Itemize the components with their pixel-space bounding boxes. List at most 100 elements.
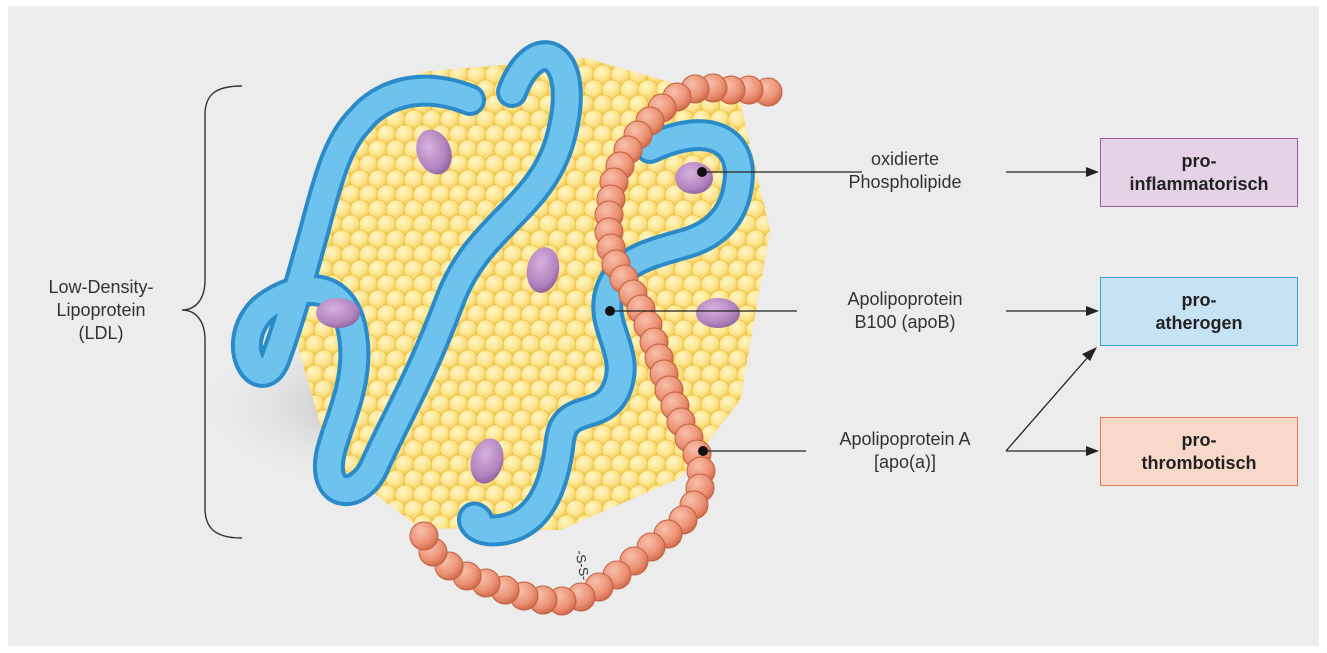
phospholipid-2 <box>675 162 713 194</box>
lipid-sphere <box>647 485 667 505</box>
lipid-sphere <box>764 50 784 70</box>
lipid-sphere <box>755 335 775 355</box>
lipid-sphere <box>296 500 316 520</box>
lipid-sphere <box>260 260 280 280</box>
lipid-sphere <box>764 170 784 190</box>
lipid-sphere <box>305 65 325 85</box>
ldl-brace <box>182 86 242 538</box>
lipid-sphere <box>728 410 748 430</box>
lipid-sphere <box>692 530 712 550</box>
label-ox-line-1: oxidierte <box>820 148 990 171</box>
lipid-sphere <box>638 50 658 70</box>
lipid-sphere <box>269 125 289 145</box>
lipid-sphere <box>296 140 316 160</box>
pointer-dot-ox <box>697 167 707 177</box>
lipid-sphere <box>755 395 775 415</box>
lipid-sphere <box>755 425 775 445</box>
lipid-sphere <box>350 530 370 550</box>
lipid-sphere <box>692 50 712 70</box>
lipid-sphere <box>269 485 289 505</box>
lipid-sphere <box>314 110 334 130</box>
lipid-sphere <box>260 140 280 160</box>
lipid-sphere <box>728 440 748 460</box>
lipid-sphere <box>341 65 361 85</box>
lipid-sphere <box>332 80 352 100</box>
lipid-sphere <box>269 215 289 235</box>
lipid-sphere <box>287 65 307 85</box>
lipid-sphere <box>269 245 289 265</box>
lipid-sphere <box>548 530 568 550</box>
lipid-sphere <box>728 500 748 520</box>
lipid-sphere <box>314 530 334 550</box>
lipid-sphere <box>719 425 739 445</box>
lipid-sphere <box>278 530 298 550</box>
ldl-label-line-3: (LDL) <box>26 322 176 345</box>
lipid-sphere <box>341 515 361 535</box>
lipid-sphere <box>323 95 343 115</box>
box-inflam-line-2: inflammatorisch <box>1101 173 1297 196</box>
lipid-sphere <box>287 155 307 175</box>
lipid-sphere <box>719 515 739 535</box>
lipid-sphere <box>377 515 397 535</box>
lipid-sphere <box>305 515 325 535</box>
lipid-sphere <box>332 530 352 550</box>
lipid-sphere <box>728 50 748 70</box>
lipid-sphere <box>575 515 595 535</box>
lipid-sphere <box>746 500 766 520</box>
lipid-sphere <box>701 515 721 535</box>
lipid-sphere <box>602 500 622 520</box>
lipid-sphere <box>755 455 775 475</box>
arrow-apoa-ather <box>1006 357 1088 451</box>
lipid-sphere <box>287 185 307 205</box>
lipid-sphere <box>764 140 784 160</box>
lipid-sphere <box>305 95 325 115</box>
lipid-sphere <box>278 110 298 130</box>
lipid-sphere <box>359 65 379 85</box>
lipid-sphere <box>278 200 298 220</box>
lipid-sphere <box>764 350 784 370</box>
label-oxidized-phospholipids: oxidierte Phospholipide <box>820 148 990 194</box>
lipid-sphere <box>260 500 280 520</box>
lipid-sphere <box>260 230 280 250</box>
lipid-sphere <box>755 305 775 325</box>
box-ather-line-2: atherogen <box>1101 312 1297 335</box>
label-apoa-line-2: [apo(a)] <box>805 451 1005 474</box>
lipid-sphere <box>737 485 757 505</box>
lipid-sphere <box>593 515 613 535</box>
lipid-sphere <box>458 50 478 70</box>
label-apob-line-2: B100 (apoB) <box>805 311 1005 334</box>
lipid-sphere <box>638 500 658 520</box>
lipid-sphere <box>746 350 766 370</box>
lipid-sphere <box>359 515 379 535</box>
lipid-sphere <box>278 170 298 190</box>
lipid-sphere <box>674 50 694 70</box>
lipid-sphere <box>764 290 784 310</box>
lipid-sphere <box>566 530 586 550</box>
lipid-sphere <box>386 500 406 520</box>
lipid-sphere <box>629 515 649 535</box>
lipid-sphere <box>746 50 766 70</box>
box-ather-line-1: pro- <box>1101 289 1297 312</box>
lipid-sphere <box>764 380 784 400</box>
lipid-sphere <box>755 515 775 535</box>
lipid-sphere <box>296 50 316 70</box>
box-pro-atherogenic: pro- atherogen <box>1100 277 1298 346</box>
lipid-sphere <box>710 500 730 520</box>
ldl-label: Low-Density- Lipoprotein (LDL) <box>26 276 176 345</box>
lipid-sphere <box>764 530 784 550</box>
lipid-sphere <box>755 125 775 145</box>
lipid-sphere <box>728 470 748 490</box>
lipid-sphere <box>287 95 307 115</box>
lipid-sphere <box>269 95 289 115</box>
lipid-sphere <box>287 485 307 505</box>
lipid-sphere <box>296 110 316 130</box>
pointer-dot-apoa <box>698 446 708 456</box>
lipid-sphere <box>260 530 280 550</box>
apoa-kringle-bead <box>410 522 438 550</box>
lipid-sphere <box>602 530 622 550</box>
arrowhead-throm <box>1086 446 1099 456</box>
lipid-sphere <box>764 500 784 520</box>
lipid-sphere <box>737 425 757 445</box>
lipid-sphere <box>764 320 784 340</box>
